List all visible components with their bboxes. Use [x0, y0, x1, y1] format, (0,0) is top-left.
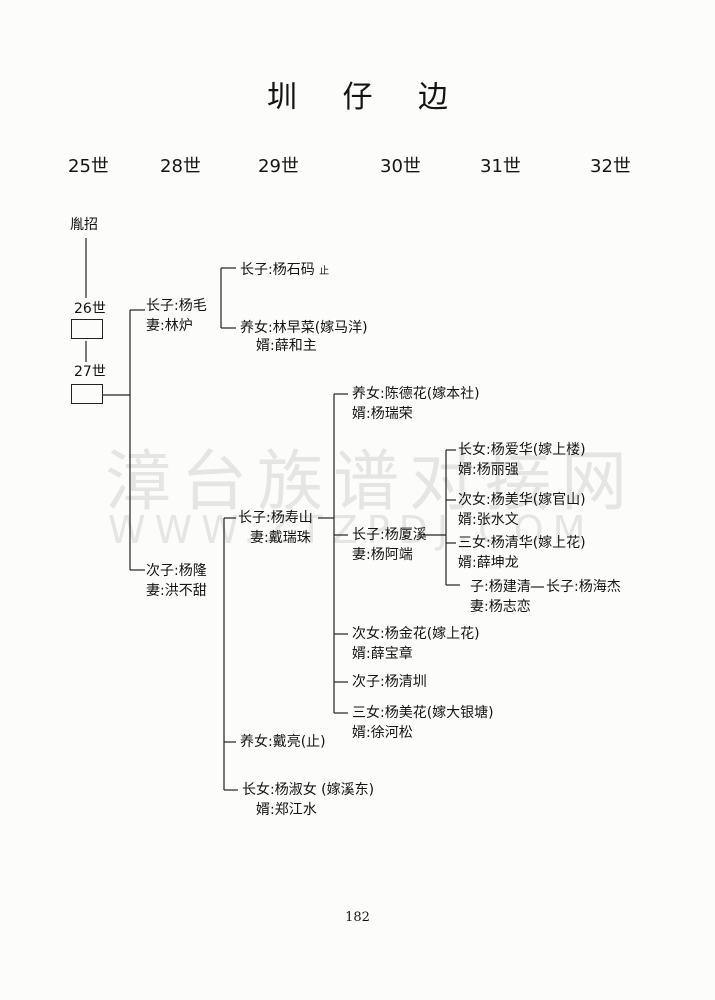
spouse-hong-butian: 妻:洪不甜 — [146, 583, 207, 599]
son-in-law-zhang-shuiwen: 婿:张水文 — [458, 512, 519, 528]
son-in-law-yang-ruirong: 婿:杨瑞荣 — [352, 406, 413, 422]
son-in-law-xu-hesong: 婿:徐河松 — [352, 725, 413, 741]
spouse-yang-aduan: 妻:杨阿端 — [352, 547, 413, 563]
person-yang-shima-name: 长子:杨石码 — [240, 262, 315, 278]
person-lin-zaocai: 养女:林早菜(嫁马洋) — [240, 320, 368, 336]
generation-27-label: 27世 — [74, 364, 106, 380]
person-yang-aihua: 长女:杨爱华(嫁上楼) — [458, 442, 586, 458]
generation-header-32: 32世 — [590, 156, 631, 177]
generation-header-28: 28世 — [160, 156, 201, 177]
person-dai-liang: 养女:戴亮(止) — [240, 734, 326, 750]
person-yang-shunv: 长女:杨淑女 (嫁溪东) — [242, 782, 375, 798]
spouse-lin-lu: 妻:林炉 — [146, 318, 193, 334]
person-yang-jianqing: 子:杨建清 — [470, 579, 531, 595]
line-ended-mark: 止 — [319, 266, 330, 277]
person-yang-qinghua: 三女:杨清华(嫁上花) — [458, 535, 586, 551]
generation-header-25: 25世 — [68, 156, 109, 177]
son-in-law-xue-kunlong: 婿:薛坤龙 — [458, 555, 519, 571]
person-yang-shoushan: 长子:杨寿山 — [238, 510, 313, 526]
generation-header-30: 30世 — [380, 156, 421, 177]
son-in-law-xue-hezhu: 婿:薛和主 — [256, 338, 317, 354]
generation-27-box — [71, 384, 103, 404]
page-number: 182 — [345, 910, 370, 925]
generation-header-29: 29世 — [258, 156, 299, 177]
spouse-dai-ruizhu: 妻:戴瑞珠 — [250, 530, 311, 546]
generation-26-label: 26世 — [74, 301, 106, 317]
watermark-url: WWW.ZTZPDJ.COM — [108, 508, 595, 552]
spouse-yang-zhilian: 妻:杨志恋 — [470, 599, 531, 615]
person-yang-mao: 长子:杨毛 — [146, 298, 207, 314]
root-ancestor: 胤招 — [70, 217, 98, 233]
watermark-text: 漳台族谱对接网 — [105, 443, 637, 520]
son-in-law-xue-baozhang: 婿:薛宝章 — [352, 646, 413, 662]
person-yang-xiaxi: 长子:杨厦溪 — [352, 527, 427, 543]
generation-26-box — [71, 319, 103, 339]
person-yang-jinhua: 次女:杨金花(嫁上花) — [352, 626, 480, 642]
person-yang-haijie: 长子:杨海杰 — [546, 579, 621, 595]
person-yang-qingzhen: 次子:杨清圳 — [352, 674, 427, 690]
person-yang-shima: 长子:杨石码 止 — [240, 262, 329, 280]
person-yang-meihua-2: 三女:杨美花(嫁大银塘) — [352, 705, 494, 721]
son-in-law-yang-liqiang: 婿:杨丽强 — [458, 462, 519, 478]
person-chen-dehua: 养女:陈德花(嫁本社) — [352, 386, 480, 402]
person-yang-long: 次子:杨隆 — [146, 563, 207, 579]
person-yang-meihua: 次女:杨美华(嫁官山) — [458, 492, 586, 508]
page-title: 圳 仔 边 — [266, 80, 467, 115]
generation-header-31: 31世 — [480, 156, 521, 177]
son-in-law-zheng-jiangshui: 婿:郑江水 — [256, 802, 317, 818]
